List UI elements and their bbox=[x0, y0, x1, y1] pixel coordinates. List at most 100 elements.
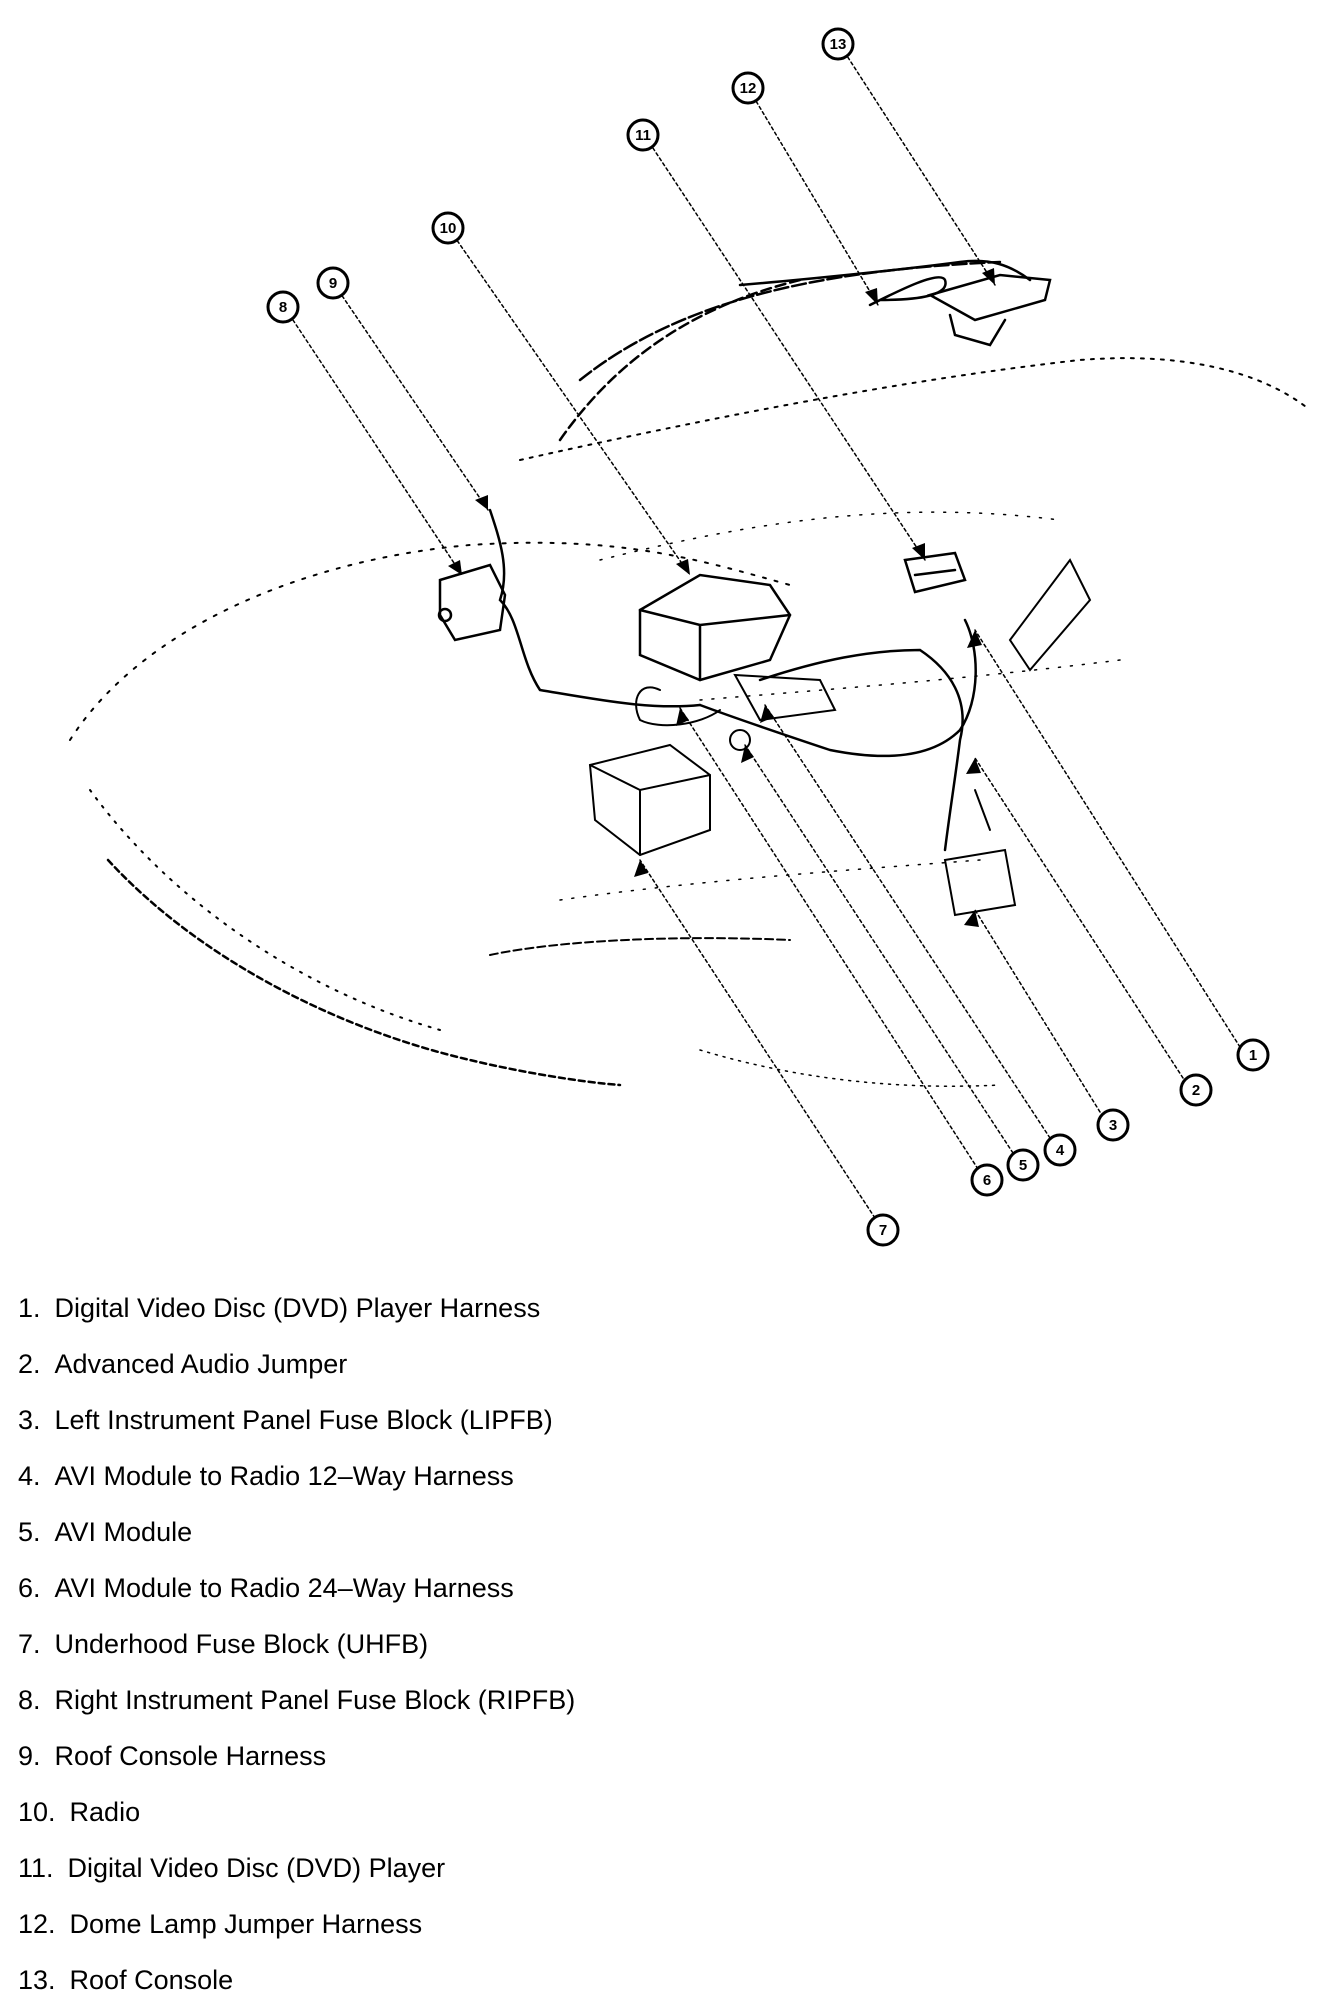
legend-number: 7. bbox=[18, 1629, 41, 1659]
legend-text: Radio bbox=[69, 1797, 141, 1827]
left-ip-fuse-block-drawing bbox=[943, 789, 1017, 917]
legend-item: 7. Underhood Fuse Block (UHFB) bbox=[18, 1624, 428, 1664]
legend-number: 11. bbox=[18, 1853, 54, 1883]
callout-label: 11 bbox=[635, 127, 651, 144]
callout-label: 7 bbox=[879, 1222, 887, 1239]
underhood-fuse-block-drawing bbox=[588, 743, 711, 857]
callout-circle bbox=[1179, 1073, 1213, 1107]
callout-circle bbox=[316, 266, 350, 300]
legend-text: Left Instrument Panel Fuse Block (LIPFB) bbox=[54, 1405, 553, 1435]
leader-8 bbox=[282, 304, 463, 576]
legend-number: 13. bbox=[18, 1965, 56, 1995]
legend-text: Underhood Fuse Block (UHFB) bbox=[54, 1629, 429, 1659]
callout-4: 4 bbox=[1043, 1133, 1077, 1167]
door-panel bbox=[1008, 558, 1092, 672]
callout-circle bbox=[626, 118, 660, 152]
legend-item: 12. Dome Lamp Jumper Harness bbox=[18, 1904, 422, 1944]
leader-arrowheads bbox=[448, 268, 995, 927]
legend-text: AVI Module bbox=[54, 1517, 193, 1547]
leader-7 bbox=[639, 859, 876, 1219]
callout-circle bbox=[1236, 1038, 1270, 1072]
callout-1: 1 bbox=[1236, 1038, 1270, 1072]
harness-wire-lower bbox=[758, 648, 964, 852]
radio-drawing bbox=[638, 573, 792, 682]
legend-item: 13. Roof Console bbox=[18, 1960, 233, 2000]
callout-11: 11 bbox=[626, 118, 660, 152]
callout-label: 5 bbox=[1019, 1157, 1027, 1174]
legend-item: 3. Left Instrument Panel Fuse Block (LIPF… bbox=[18, 1400, 553, 1440]
callout-label: 8 bbox=[279, 299, 287, 316]
legend-item: 2. Advanced Audio Jumper bbox=[18, 1344, 347, 1384]
legend-text: Advanced Audio Jumper bbox=[54, 1349, 348, 1379]
harness-wire-loop bbox=[635, 686, 721, 727]
dash-outline bbox=[519, 357, 1311, 461]
legend-number: 6. bbox=[18, 1573, 41, 1603]
callout-circle bbox=[1043, 1133, 1077, 1167]
callout-circle bbox=[431, 211, 465, 245]
legend-item: 6.AVI Module to Radio 24–Way Harness bbox=[18, 1568, 514, 1608]
legend-item: 1.Digital Video Disc (DVD) Player Harnes… bbox=[18, 1288, 540, 1328]
leader-11 bbox=[642, 132, 926, 561]
leader-9 bbox=[331, 280, 489, 511]
callout-circle bbox=[1096, 1108, 1130, 1142]
leader-12 bbox=[746, 85, 879, 306]
dome-lamp-wire bbox=[738, 259, 1032, 287]
callout-label: 3 bbox=[1109, 1117, 1117, 1134]
leader-10 bbox=[446, 225, 691, 576]
windshield-outline bbox=[558, 278, 802, 442]
callout-circle bbox=[821, 27, 855, 61]
callout-circle bbox=[970, 1163, 1004, 1197]
legend-item: 11. Digital Video Disc (DVD) Player bbox=[18, 1848, 445, 1888]
dome-lamp-jumper-loop bbox=[868, 276, 947, 307]
leader-2 bbox=[974, 757, 1184, 1079]
leader-6 bbox=[679, 707, 979, 1170]
right-ip-fuse-block-drawing bbox=[437, 563, 507, 642]
harness-wire-main bbox=[698, 618, 977, 758]
callout-label: 1 bbox=[1249, 1047, 1257, 1064]
legend-number: 1. bbox=[18, 1293, 41, 1323]
legend-text: Dome Lamp Jumper Harness bbox=[69, 1909, 423, 1939]
component-location-diagram: 1 2 3 4 5 6 7 8 9 10 11 12 bbox=[69, 27, 1311, 1247]
callout-3: 3 bbox=[1096, 1108, 1130, 1142]
legend-text: Right Instrument Panel Fuse Block (RIPFB… bbox=[54, 1685, 576, 1715]
legend-text: Roof Console Harness bbox=[54, 1741, 327, 1771]
legend-text: AVI Module to Radio 12–Way Harness bbox=[54, 1461, 514, 1491]
legend-number: 2. bbox=[18, 1349, 41, 1379]
roof-console-harness-wire bbox=[488, 508, 702, 708]
legend-item: 10. Radio bbox=[18, 1792, 140, 1832]
leader-1 bbox=[974, 629, 1241, 1048]
legend-number: 8. bbox=[18, 1685, 41, 1715]
legend-number: 12. bbox=[18, 1909, 56, 1939]
callout-label: 10 bbox=[440, 220, 457, 237]
callout-circle bbox=[866, 1213, 900, 1247]
callout-10: 10 bbox=[431, 211, 465, 245]
legend-item: 4.AVI Module to Radio 12–Way Harness bbox=[18, 1456, 514, 1496]
legend-text: Digital Video Disc (DVD) Player bbox=[67, 1853, 446, 1883]
legend-number: 5. bbox=[18, 1517, 41, 1547]
callout-5: 5 bbox=[1006, 1148, 1040, 1182]
legend-number: 10. bbox=[18, 1797, 56, 1827]
callout-6: 6 bbox=[970, 1163, 1004, 1197]
hood-outline bbox=[69, 541, 791, 741]
legend-item: 8. Right Instrument Panel Fuse Block (RIP… bbox=[18, 1680, 575, 1720]
legend-item: 9.Roof Console Harness bbox=[18, 1736, 326, 1776]
interior-lines bbox=[559, 511, 1121, 901]
callout-2: 2 bbox=[1179, 1073, 1213, 1107]
callout-9: 9 bbox=[316, 266, 350, 300]
legend-text: Roof Console bbox=[69, 1965, 234, 1995]
callout-label: 6 bbox=[983, 1172, 991, 1189]
callout-label: 12 bbox=[740, 80, 757, 97]
lower-dash-line bbox=[489, 937, 791, 956]
callout-circle bbox=[731, 71, 765, 105]
leader-lines bbox=[282, 41, 1241, 1219]
legend-number: 3. bbox=[18, 1405, 41, 1435]
hood-front-edge bbox=[106, 858, 622, 1087]
callout-8: 8 bbox=[266, 290, 300, 324]
callout-circle bbox=[266, 290, 300, 324]
fender-line bbox=[89, 789, 441, 1031]
dvd-player-drawing bbox=[903, 551, 967, 594]
callout-label: 9 bbox=[329, 275, 337, 292]
callout-12: 12 bbox=[731, 71, 765, 105]
leader-3 bbox=[974, 909, 1101, 1113]
callout-7: 7 bbox=[866, 1213, 900, 1247]
